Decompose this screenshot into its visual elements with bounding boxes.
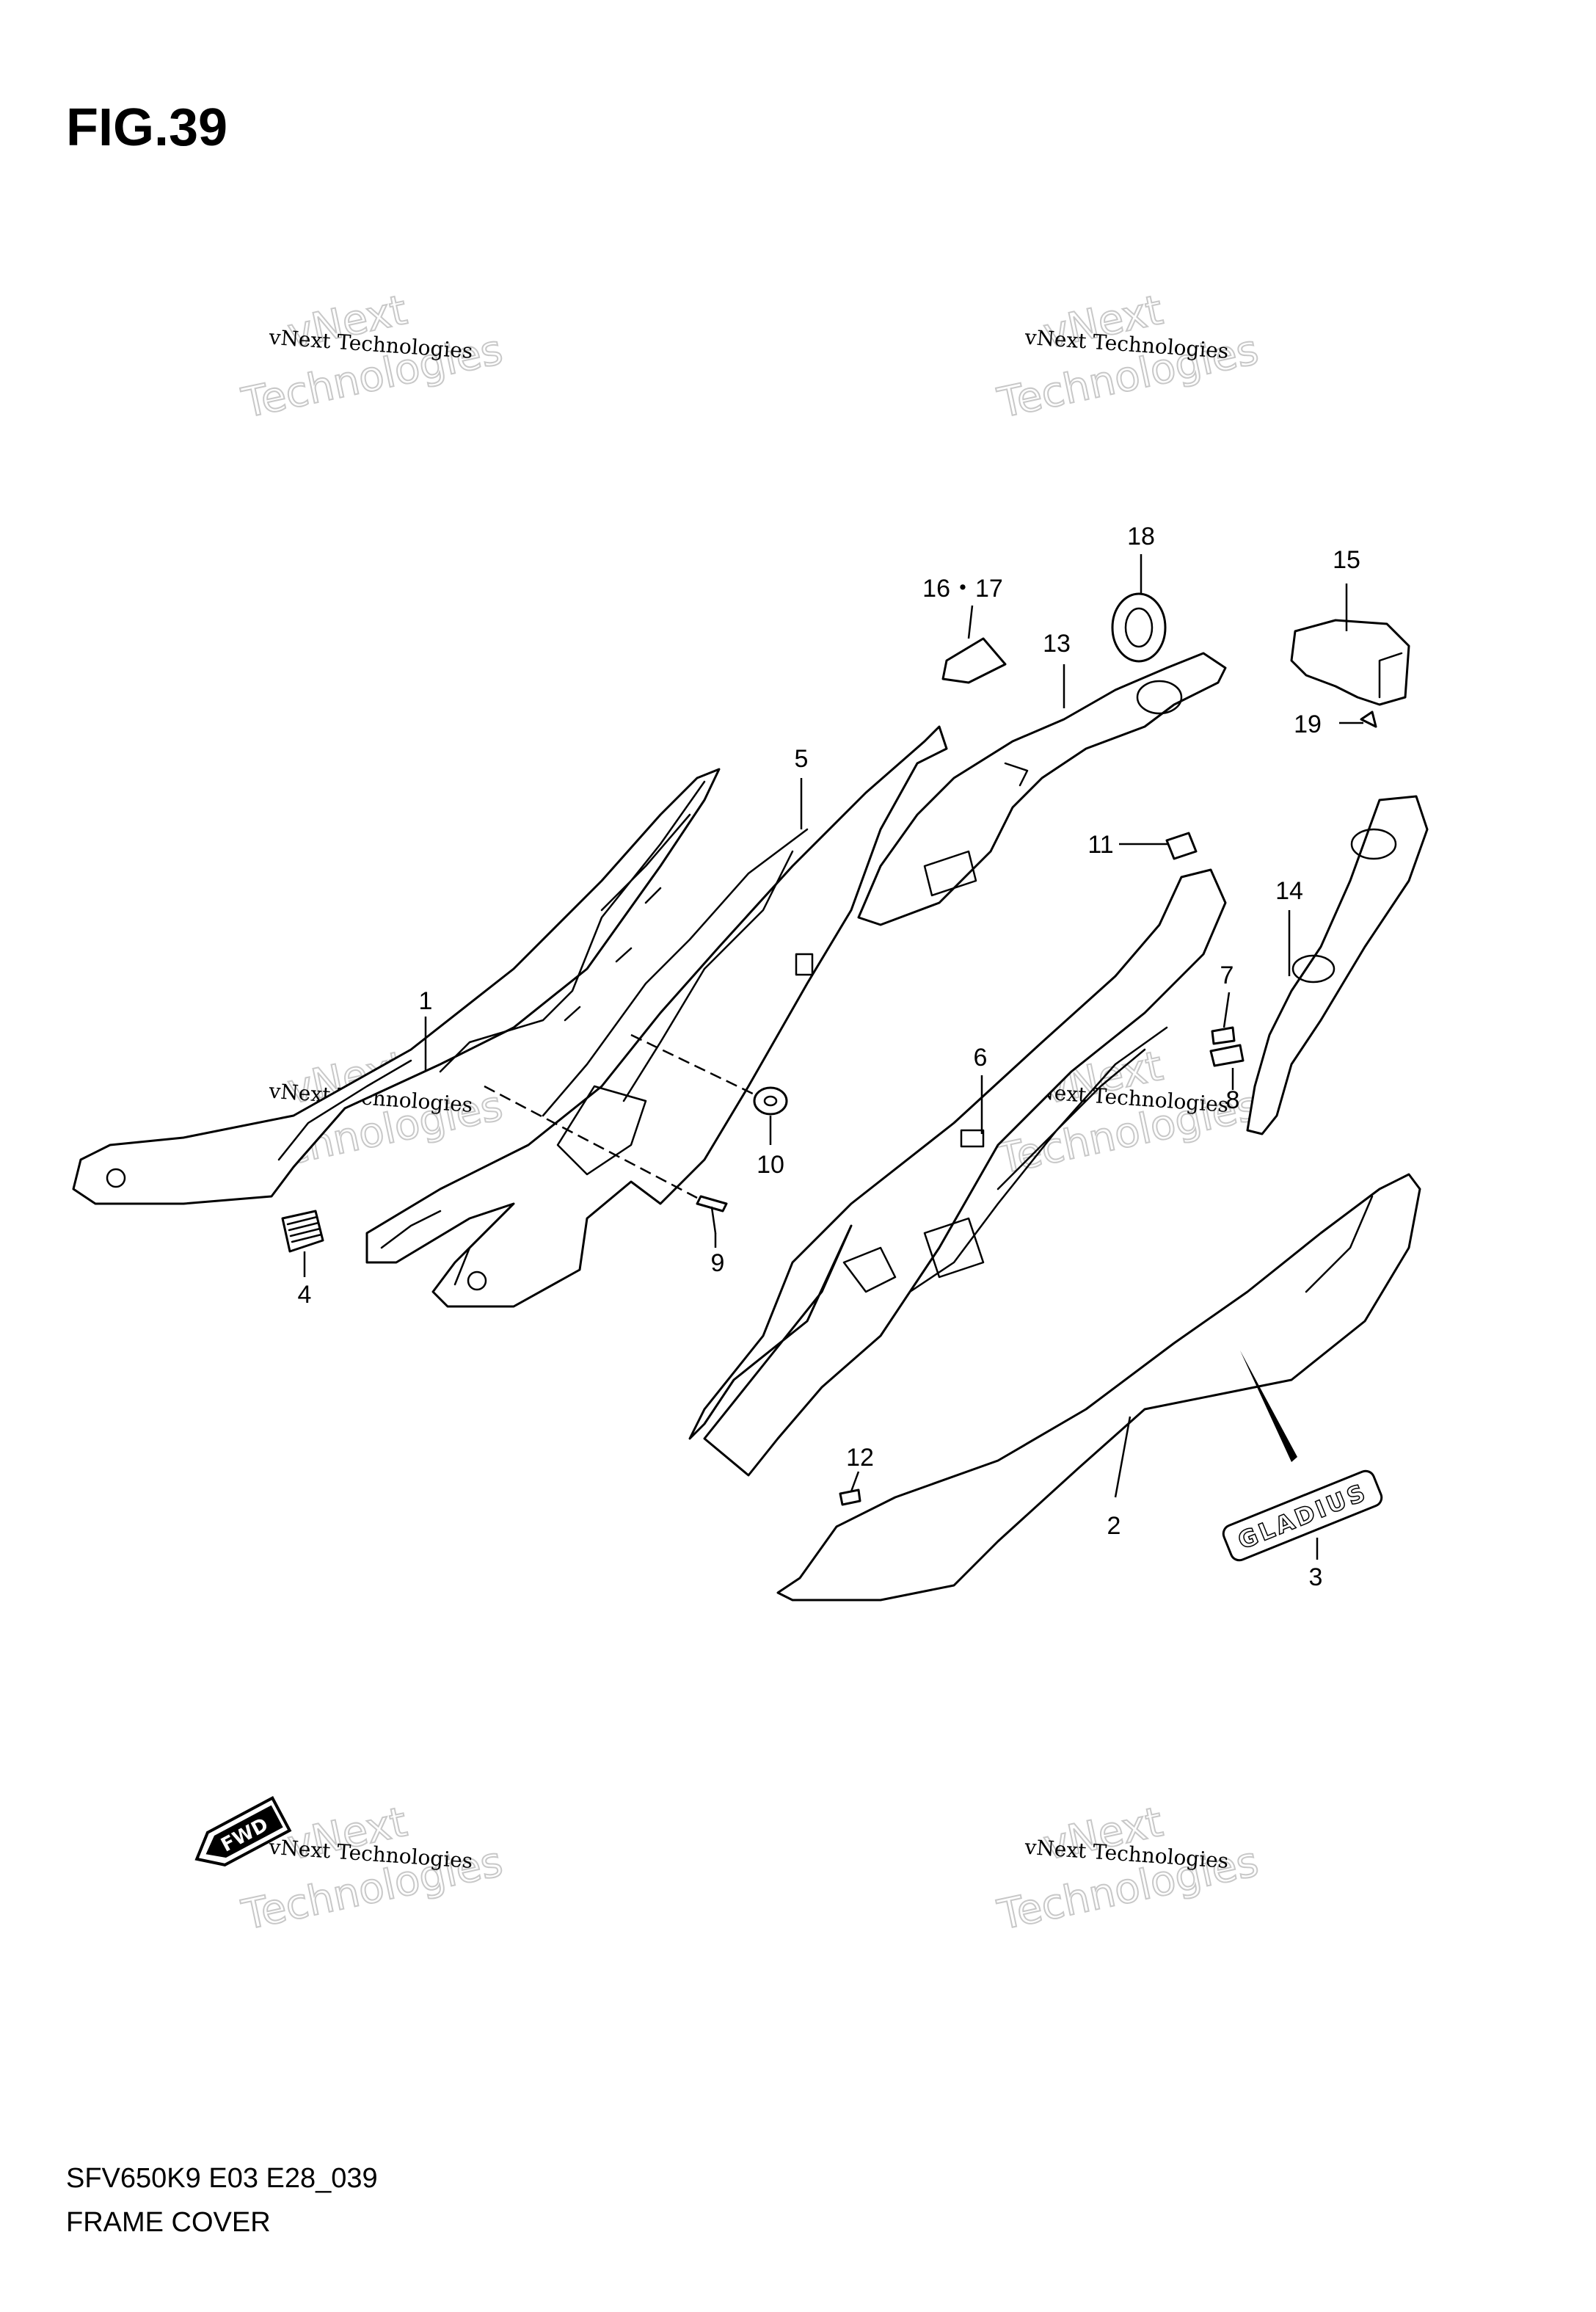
callout-4: 4 (298, 1281, 312, 1309)
diagram-caption: FRAME COVER (66, 2207, 271, 2238)
callout-14: 14 (1275, 877, 1303, 905)
part-8-clip (1209, 1044, 1245, 1067)
part-11-clip (1165, 832, 1198, 860)
callout-15: 15 (1333, 546, 1360, 574)
part-13-upper-tail-rail (857, 652, 1227, 926)
part-6-right-inner-frame (688, 868, 1227, 1477)
callout-1: 1 (419, 987, 433, 1015)
callout-19: 19 (1294, 710, 1322, 738)
part-1-left-frame-cover (72, 768, 721, 1205)
callout-13: 13 (1043, 630, 1071, 658)
callout-18: 18 (1127, 523, 1155, 550)
part-12-screw (839, 1488, 861, 1506)
part-5-inner-frame (365, 725, 948, 1308)
callout-11: 11 (1087, 831, 1113, 859)
part-9-screw (696, 1195, 728, 1235)
part-19-screw (1360, 710, 1377, 728)
part-18-rubber-ring (1111, 592, 1167, 663)
leader-lines (303, 554, 1363, 1560)
part-10-grommet (753, 1086, 788, 1116)
part-7-clip (1211, 1026, 1236, 1045)
watermark-top-right: vNext Technologies vNext Technologies (993, 286, 1263, 429)
part-3-emblem: GLADIUS (1222, 1469, 1383, 1562)
emblem-pointer (1240, 1351, 1297, 1462)
callout-2: 2 (1107, 1512, 1121, 1540)
callout-5: 5 (795, 745, 809, 773)
callout-6: 6 (974, 1044, 988, 1072)
dashed-leader-10 (630, 1033, 757, 1097)
callout-16-17: 16・17 (922, 575, 1003, 603)
part-16-17-cap (941, 637, 1007, 684)
callout-10: 10 (757, 1151, 784, 1179)
callout-7: 7 (1220, 961, 1234, 989)
model-code: SFV650K9 E03 E28_039 (66, 2163, 378, 2194)
fwd-arrow-icon: FWD (194, 1796, 292, 1866)
part-4-grille (281, 1210, 324, 1253)
dashed-leader-9 (484, 1085, 698, 1199)
callout-12: 12 (846, 1444, 874, 1472)
part-14-right-tail-rail (1246, 795, 1429, 1135)
watermark-bottom-right: vNext Technologies vNext Technologies (993, 1797, 1263, 1941)
part-2-side-cover (776, 1173, 1421, 1602)
figure-title: FIG.39 (66, 98, 227, 157)
watermark-top-left: vNext Technologies vNext Technologies (237, 286, 507, 429)
callout-3: 3 (1309, 1563, 1323, 1591)
callout-8: 8 (1226, 1086, 1240, 1114)
callout-9: 9 (711, 1249, 725, 1277)
part-15-tail-cap (1290, 619, 1410, 706)
